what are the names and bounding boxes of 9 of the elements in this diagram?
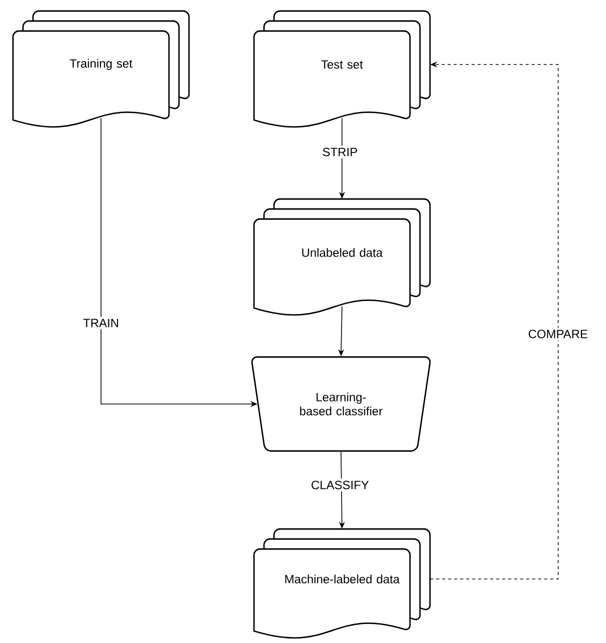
document-stack: Test set: [253, 10, 431, 128]
edge-label: CLASSIFY: [309, 478, 372, 492]
edge-label: TRAIN: [81, 316, 121, 330]
document-stack: Machine-labeled data: [253, 528, 431, 638]
process-trapezoid: Learning-based classifier: [251, 356, 431, 452]
edge-label: COMPARE: [526, 328, 590, 340]
document-stack: Training set: [12, 10, 190, 128]
edge-label: STRIP: [320, 146, 360, 158]
document-stack: Unlabeled data: [253, 198, 431, 316]
